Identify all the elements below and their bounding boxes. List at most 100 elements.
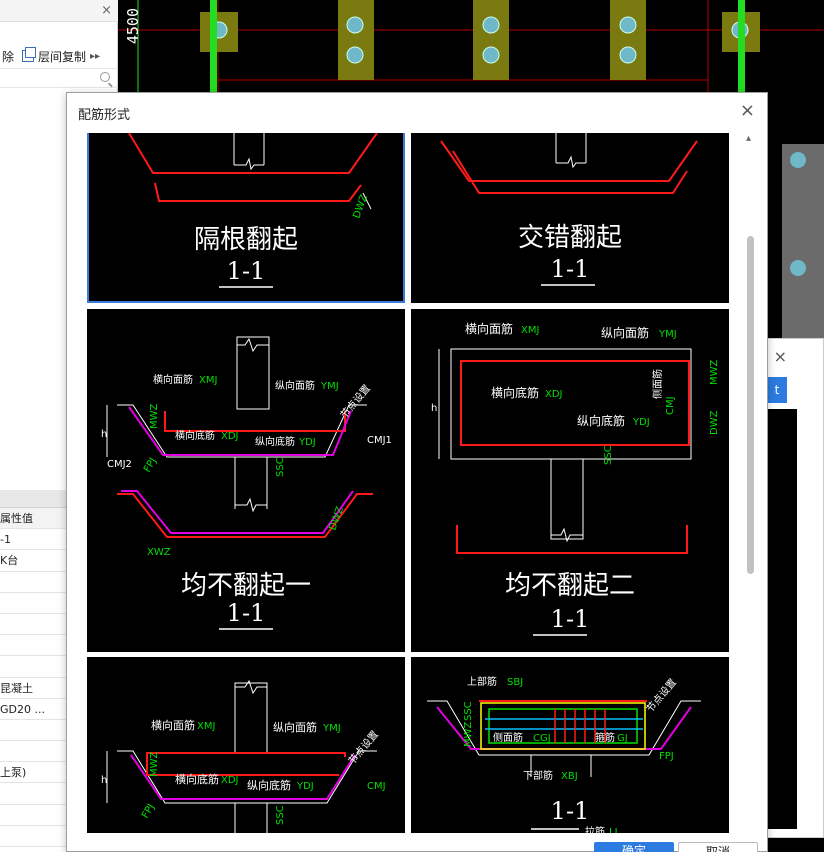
rebar-label: 纵向面筋 <box>275 379 315 392</box>
property-value[interactable] <box>0 572 66 593</box>
rebar-label: CGJ <box>533 733 551 744</box>
rebar-label: XMJ <box>521 325 539 336</box>
property-value[interactable] <box>0 614 66 636</box>
property-value[interactable] <box>0 741 66 763</box>
option-card-none-bent-1[interactable]: 横向面筋 XMJ 纵向面筋 YMJ 节点设置 横向底筋 XDJ 纵向底筋 YDJ… <box>87 309 405 652</box>
dialog-scrollbar[interactable]: ▴ <box>744 133 758 833</box>
option-card-4[interactable]: 横向面筋 XMJ 纵向面筋 YMJ 节点设置 横向底筋 XDJ 纵向底筋 YDJ… <box>87 657 405 833</box>
rebar-label: SSC <box>275 805 286 825</box>
search-box[interactable] <box>0 68 118 88</box>
rebar-label: MWZ <box>149 403 160 429</box>
property-value[interactable]: 上泵) <box>0 762 66 784</box>
rebar-label: XMJ <box>199 375 217 386</box>
panel-toolbar: 除 层间复制 ▸▸ <box>0 44 118 68</box>
ok-button[interactable]: 确定 <box>594 842 674 852</box>
rebar-label: MWZ <box>709 359 720 385</box>
property-value[interactable] <box>0 593 66 614</box>
property-value[interactable] <box>0 826 66 847</box>
rebar-label: SSC <box>275 457 286 477</box>
rebar-label: 纵向底筋 <box>577 413 625 428</box>
property-table-header <box>0 490 66 508</box>
property-value[interactable]: GD20 ... <box>0 699 66 720</box>
rebar-label: FPJ <box>659 751 674 762</box>
option-card-none-bent-2[interactable]: 横向面筋 XMJ 纵向面筋 YMJ 横向底筋 XDJ 纵向底筋 YDJ 侧面筋 … <box>411 309 729 652</box>
dialog-footer: 确定 取消 <box>67 838 767 852</box>
rebar-label: XWZ <box>147 547 171 558</box>
rebar-label: 箍筋 <box>595 731 615 744</box>
property-value[interactable] <box>0 720 66 742</box>
rebar-label: XBJ <box>561 771 578 782</box>
rebar-label: CMJ <box>367 781 386 792</box>
property-table: 属性值 -1 K台 昆凝土 GD20 ... 上泵) <box>0 490 66 847</box>
rebar-label: LJ <box>609 827 618 833</box>
section-underline <box>533 634 587 636</box>
property-value[interactable] <box>0 656 66 678</box>
panel-header: × <box>0 0 118 22</box>
section-underline <box>219 286 273 288</box>
cad-drawing <box>118 0 824 92</box>
close-icon[interactable]: × <box>773 347 787 366</box>
rebar-label: h <box>101 429 107 440</box>
close-icon[interactable]: × <box>739 100 755 121</box>
option-diagram <box>440 133 698 194</box>
section-mark: 1-1 <box>550 255 590 283</box>
cad-canvas[interactable] <box>118 0 824 92</box>
background-dialog-button[interactable]: t <box>767 377 787 403</box>
cancel-button[interactable]: 取消 <box>678 842 758 852</box>
rebar-label: YMJ <box>322 723 341 734</box>
rebar-label: GJ <box>617 733 628 744</box>
delete-button[interactable]: 除 <box>2 49 15 64</box>
property-value[interactable]: K台 <box>0 550 66 572</box>
rebar-label: YDJ <box>298 437 316 448</box>
rebar-label: 横向面筋 <box>465 321 513 336</box>
rebar-label: 节点设置 <box>644 677 679 715</box>
section-mark: 1-1 <box>550 797 590 825</box>
rebar-label: 横向面筋 <box>153 373 193 386</box>
rebar-label: 纵向底筋 <box>247 778 291 792</box>
rebar-label: 横向底筋 <box>175 429 215 442</box>
rebar-label: XDJ <box>545 389 563 400</box>
scroll-thumb[interactable] <box>747 236 754 574</box>
property-value[interactable]: -1 <box>0 529 66 551</box>
background-dialog: × t <box>766 338 824 838</box>
rebar-label: 纵向面筋 <box>601 325 649 340</box>
rebar-label: YMJ <box>658 329 677 340</box>
rebar-label: 横向面筋 <box>151 718 195 732</box>
rebar-label: CMJ1 <box>367 435 392 446</box>
option-title: 均不翻起一 <box>180 571 311 601</box>
property-value[interactable] <box>0 805 66 826</box>
rebar-label: 横向底筋 <box>491 385 539 400</box>
rebar-label: XDJ <box>221 431 239 442</box>
rebar-label: 下部筋 <box>523 769 553 782</box>
rebar-label: YDJ <box>632 417 650 428</box>
floor-copy-button[interactable]: 层间复制 <box>38 49 87 64</box>
property-value[interactable] <box>0 635 66 657</box>
option-title: 交错翻起 <box>517 223 622 253</box>
search-icon[interactable] <box>100 72 110 82</box>
option-card-alternate-bent[interactable]: DWZ 隔根翻起 1-1 <box>87 133 405 303</box>
option-card-5[interactable]: 上部筋 SBJ 节点设置 侧面筋 CGJ 箍筋 GJ 下部筋 XBJ FPJ M… <box>411 657 729 833</box>
option-grid: DWZ 隔根翻起 1-1 <box>77 133 744 833</box>
rebar-label: MWZ <box>149 751 160 777</box>
property-value[interactable] <box>0 783 66 805</box>
rebar-label: 侧面筋 <box>651 369 664 399</box>
rebar-label: 横向底筋 <box>175 772 219 786</box>
section-mark: 1-1 <box>550 605 590 633</box>
option-diagram: 上部筋 SBJ 节点设置 侧面筋 CGJ 箍筋 GJ 下部筋 XBJ FPJ M… <box>427 675 701 833</box>
rebar-label: SBJ <box>507 677 523 688</box>
rebar-label: 上部筋 <box>467 675 497 688</box>
property-value[interactable]: 昆凝土 <box>0 678 66 699</box>
rebar-label: XMJ <box>197 721 215 732</box>
option-card-staggered-bent[interactable]: 交错翻起 1-1 <box>411 133 729 303</box>
option-diagram: 横向面筋 XMJ 纵向面筋 YMJ 节点设置 横向底筋 XDJ 纵向底筋 YDJ… <box>101 336 392 558</box>
more-icon[interactable]: ▸▸ <box>90 50 101 62</box>
option-title: 均不翻起二 <box>504 571 635 601</box>
close-icon[interactable]: × <box>101 3 112 18</box>
section-underline <box>219 628 273 630</box>
option-diagram: 横向面筋 XMJ 纵向面筋 YMJ 横向底筋 XDJ 纵向底筋 YDJ 侧面筋 … <box>431 321 720 554</box>
rebar-label: YMJ <box>320 381 339 392</box>
option-diagram: DWZ <box>128 133 378 220</box>
scroll-up-icon[interactable]: ▴ <box>746 133 752 144</box>
copy-icon[interactable] <box>22 47 37 62</box>
option-title: 隔根翻起 <box>193 225 298 255</box>
